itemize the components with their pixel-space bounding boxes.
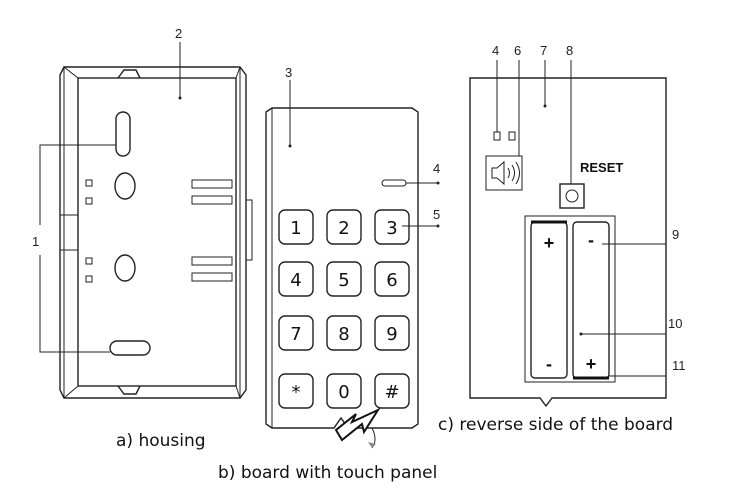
callout-10: 10: [668, 316, 682, 331]
arrow-icon: [334, 407, 381, 449]
key-hash-label: #: [384, 382, 399, 403]
key-3[interactable]: [374, 209, 410, 245]
callout-6: 6: [514, 43, 521, 58]
touch-board: 3 4 5 1 2 3 4 5 6 7 8 9: [265, 65, 440, 449]
key-7[interactable]: [278, 315, 314, 351]
key-7-label: 7: [290, 324, 301, 345]
key-4-label: 4: [290, 270, 301, 291]
key-8[interactable]: [326, 315, 362, 351]
speaker-icon: [485, 155, 523, 191]
key-3-label: 3: [386, 218, 397, 239]
callout-4-back: 4: [492, 43, 499, 58]
caption-board: b) board with touch panel: [218, 463, 437, 483]
key-star-label: *: [292, 382, 301, 403]
key-hash[interactable]: [374, 373, 410, 409]
key-1-label: 1: [290, 218, 301, 239]
caption-reverse: c) reverse side of the board: [438, 415, 673, 435]
key-6[interactable]: [374, 261, 410, 297]
battery-left-plus: +: [544, 233, 555, 253]
battery-right-minus: -: [588, 230, 594, 250]
key-8-label: 8: [338, 324, 349, 345]
reset-label: RESET: [580, 160, 623, 175]
callout-8: 8: [566, 43, 573, 58]
key-0-label: 0: [338, 382, 349, 403]
key-0[interactable]: [326, 373, 362, 409]
reset-button[interactable]: [559, 183, 585, 209]
key-6-label: 6: [386, 270, 397, 291]
callout-3: 3: [285, 65, 292, 80]
battery-right-plus: +: [586, 354, 597, 374]
callout-11: 11: [672, 358, 686, 373]
callout-1: 1: [32, 234, 39, 249]
callout-5: 5: [433, 207, 440, 222]
key-9[interactable]: [374, 315, 410, 351]
key-4[interactable]: [278, 261, 314, 297]
key-1[interactable]: [278, 209, 314, 245]
callout-7: 7: [540, 43, 547, 58]
key-5[interactable]: [326, 261, 362, 297]
callout-2: 2: [175, 26, 182, 41]
battery-left-minus: -: [546, 354, 552, 374]
key-5-label: 5: [338, 270, 349, 291]
key-star[interactable]: [278, 373, 314, 409]
key-2[interactable]: [326, 209, 362, 245]
key-2-label: 2: [338, 218, 349, 239]
callout-9: 9: [672, 227, 679, 242]
keypad: 1 2 3 4 5 6 7 8 9 * 0 #: [278, 209, 410, 409]
callout-4-front: 4: [433, 161, 440, 176]
reverse-board: 4 6 7 RESET 8 + - - + 9: [469, 43, 686, 408]
key-9-label: 9: [386, 324, 397, 345]
housing: 1 2: [32, 26, 253, 399]
caption-housing: a) housing: [116, 431, 206, 451]
